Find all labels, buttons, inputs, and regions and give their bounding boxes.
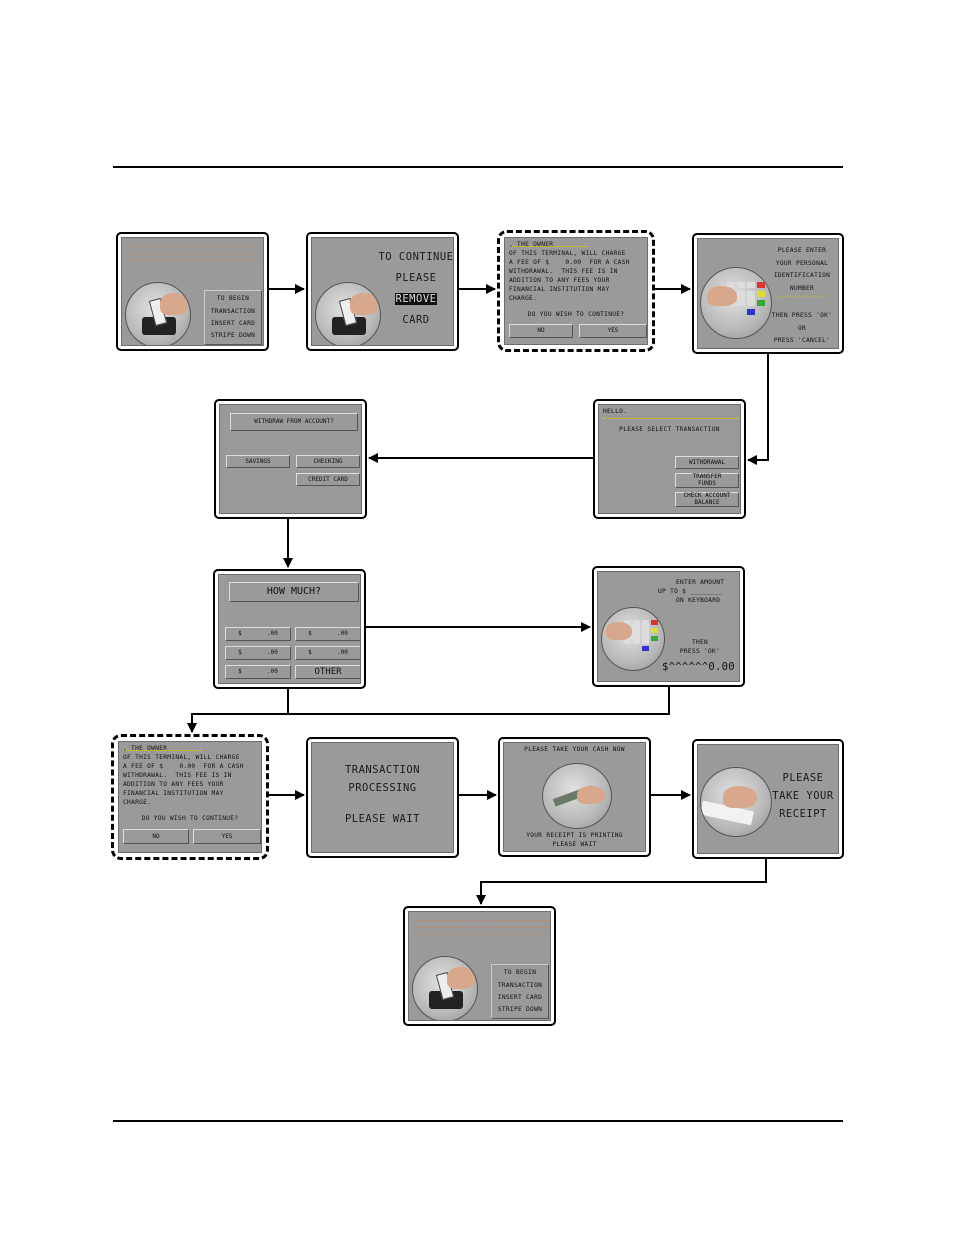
continue-question: DO YOU WISH TO CONTINUE? <box>141 815 239 822</box>
line-card: CARD <box>402 314 430 326</box>
how-much-title: HOW MUCH? <box>229 582 359 602</box>
line-to-begin: TO BEGIN <box>503 969 537 976</box>
fee-no-button[interactable]: NO <box>509 324 573 338</box>
line-remove: REMOVE <box>394 293 438 305</box>
card-remove-photo-icon <box>315 282 381 345</box>
select-transaction-prompt: PLEASE SELECT TRANSACTION <box>619 426 720 433</box>
withdrawal-button[interactable]: WITHDRAWAL <box>675 456 739 469</box>
arrow-4-to-5 <box>747 354 769 465</box>
other-amount-button[interactable]: OTHER <box>295 665 360 679</box>
screen-remove-card: TO CONTINUE PLEASE REMOVE CARD <box>306 232 459 351</box>
fee-yes-button[interactable]: YES <box>579 324 647 338</box>
pin-prompt-text: PLEASE ENTER YOUR PERSONAL IDENTIFICATIO… <box>773 247 831 292</box>
top-rule <box>113 166 843 168</box>
arrow-12-to-13 <box>476 859 767 905</box>
screen-take-receipt: PLEASE TAKE YOUR RECEIPT <box>692 739 844 859</box>
amount-button-5[interactable]: $ .00 <box>225 665 291 679</box>
fee-notice-text: , THE OWNER OF THIS TERMINAL, WILL CHARG… <box>123 745 244 806</box>
hello-text: HELLO. <box>603 408 628 415</box>
screen-withdraw-account: WITHDRAW FROM ACCOUNT? SAVINGS CHECKING … <box>214 399 367 519</box>
take-receipt-text: PLEASE TAKE YOUR RECEIPT <box>772 772 834 820</box>
savings-button[interactable]: SAVINGS <box>226 455 290 468</box>
line-transaction: TRANSACTION <box>210 308 256 315</box>
receipt-printing-text: YOUR RECEIPT IS PRINTING PLEASE WAIT <box>526 832 623 848</box>
bottom-rule <box>113 1120 843 1122</box>
pin-mask: ^^^^^^^^^^^^ <box>777 295 827 302</box>
line-stripe-down: STRIPE DOWN <box>210 332 256 339</box>
insert-card-text-box: TO BEGIN TRANSACTION INSERT CARD STRIPE … <box>204 290 262 345</box>
line-please: PLEASE <box>395 272 437 284</box>
cash-photo-icon <box>542 763 612 829</box>
credit-card-button[interactable]: CREDIT CARD <box>296 473 360 486</box>
line-transaction: TRANSACTION <box>344 764 421 776</box>
arrow-merge-to-9 <box>187 713 288 733</box>
line-to-continue: TO CONTINUE <box>378 251 454 263</box>
then-press-ok: THEN PRESS 'OK' <box>679 639 721 655</box>
line-please-wait: PLEASE WAIT <box>344 813 421 825</box>
fee-yes-button[interactable]: YES <box>193 829 261 844</box>
take-cash-text: PLEASE TAKE YOUR CASH NOW <box>524 746 625 753</box>
line-to-begin: TO BEGIN <box>216 295 250 302</box>
withdraw-account-title: WITHDRAW FROM ACCOUNT? <box>230 413 358 431</box>
screen-insert-card-return: TO BEGIN TRANSACTION INSERT CARD STRIPE … <box>403 906 556 1026</box>
arrow-8-to-merge <box>288 687 670 715</box>
fee-no-button[interactable]: NO <box>123 829 189 844</box>
amount-button-1[interactable]: $ .00 <box>225 627 291 641</box>
screen-processing: TRANSACTION PROCESSING PLEASE WAIT <box>306 737 459 858</box>
on-keyboard-line: ON KEYBOARD <box>676 597 721 604</box>
up-to-line: UP TO $ ________ <box>658 588 723 595</box>
line-stripe-down: STRIPE DOWN <box>497 1006 543 1013</box>
amount-button-2[interactable]: $ .00 <box>295 627 360 641</box>
transfer-funds-button[interactable]: TRANSFER FUNDS <box>675 473 739 488</box>
screen-how-much: HOW MUCH? $ .00 $ .00 $ .00 $ .00 $ .00 … <box>213 569 366 689</box>
keypad-photo-icon <box>700 267 772 339</box>
line-transaction: TRANSACTION <box>497 982 543 989</box>
card-insert-photo-icon <box>412 956 478 1020</box>
screen-enter-amount: ENTER AMOUNT UP TO $ ________ ON KEYBOAR… <box>592 566 745 687</box>
card-insert-photo-icon <box>125 282 191 345</box>
screen-fee-notice: , THE OWNER OF THIS TERMINAL, WILL CHARG… <box>497 230 655 352</box>
pin-instructions: THEN PRESS 'OK' OR PRESS 'CANCEL' <box>771 312 833 344</box>
check-balance-button[interactable]: CHECK ACCOUNT BALANCE <box>675 492 739 507</box>
line-processing: PROCESSING <box>348 782 417 794</box>
screen-take-cash: PLEASE TAKE YOUR CASH NOW YOUR RECEIPT I… <box>498 737 651 857</box>
screen-select-transaction: HELLO. PLEASE SELECT TRANSACTION WITHDRA… <box>593 399 746 519</box>
keypad-photo-icon <box>601 607 665 671</box>
continue-question: DO YOU WISH TO CONTINUE? <box>527 311 625 318</box>
receipt-photo-icon <box>700 767 772 837</box>
checking-button[interactable]: CHECKING <box>296 455 360 468</box>
amount-button-4[interactable]: $ .00 <box>295 646 360 660</box>
insert-card-text-box: TO BEGIN TRANSACTION INSERT CARD STRIPE … <box>491 964 549 1019</box>
fee-notice-text: , THE OWNER OF THIS TERMINAL, WILL CHARG… <box>509 241 630 302</box>
enter-amount-line: ENTER AMOUNT <box>676 579 725 586</box>
amount-button-3[interactable]: $ .00 <box>225 646 291 660</box>
screen-fee-notice-2: , THE OWNER OF THIS TERMINAL, WILL CHARG… <box>111 734 269 860</box>
line-insert-card: INSERT CARD <box>210 320 256 327</box>
amount-entry-field[interactable]: $^^^^^^0.00 <box>662 661 735 673</box>
line-insert-card: INSERT CARD <box>497 994 543 1001</box>
screen-pin-entry: PLEASE ENTER YOUR PERSONAL IDENTIFICATIO… <box>692 233 844 354</box>
screen-insert-card: TO BEGIN TRANSACTION INSERT CARD STRIPE … <box>116 232 269 351</box>
